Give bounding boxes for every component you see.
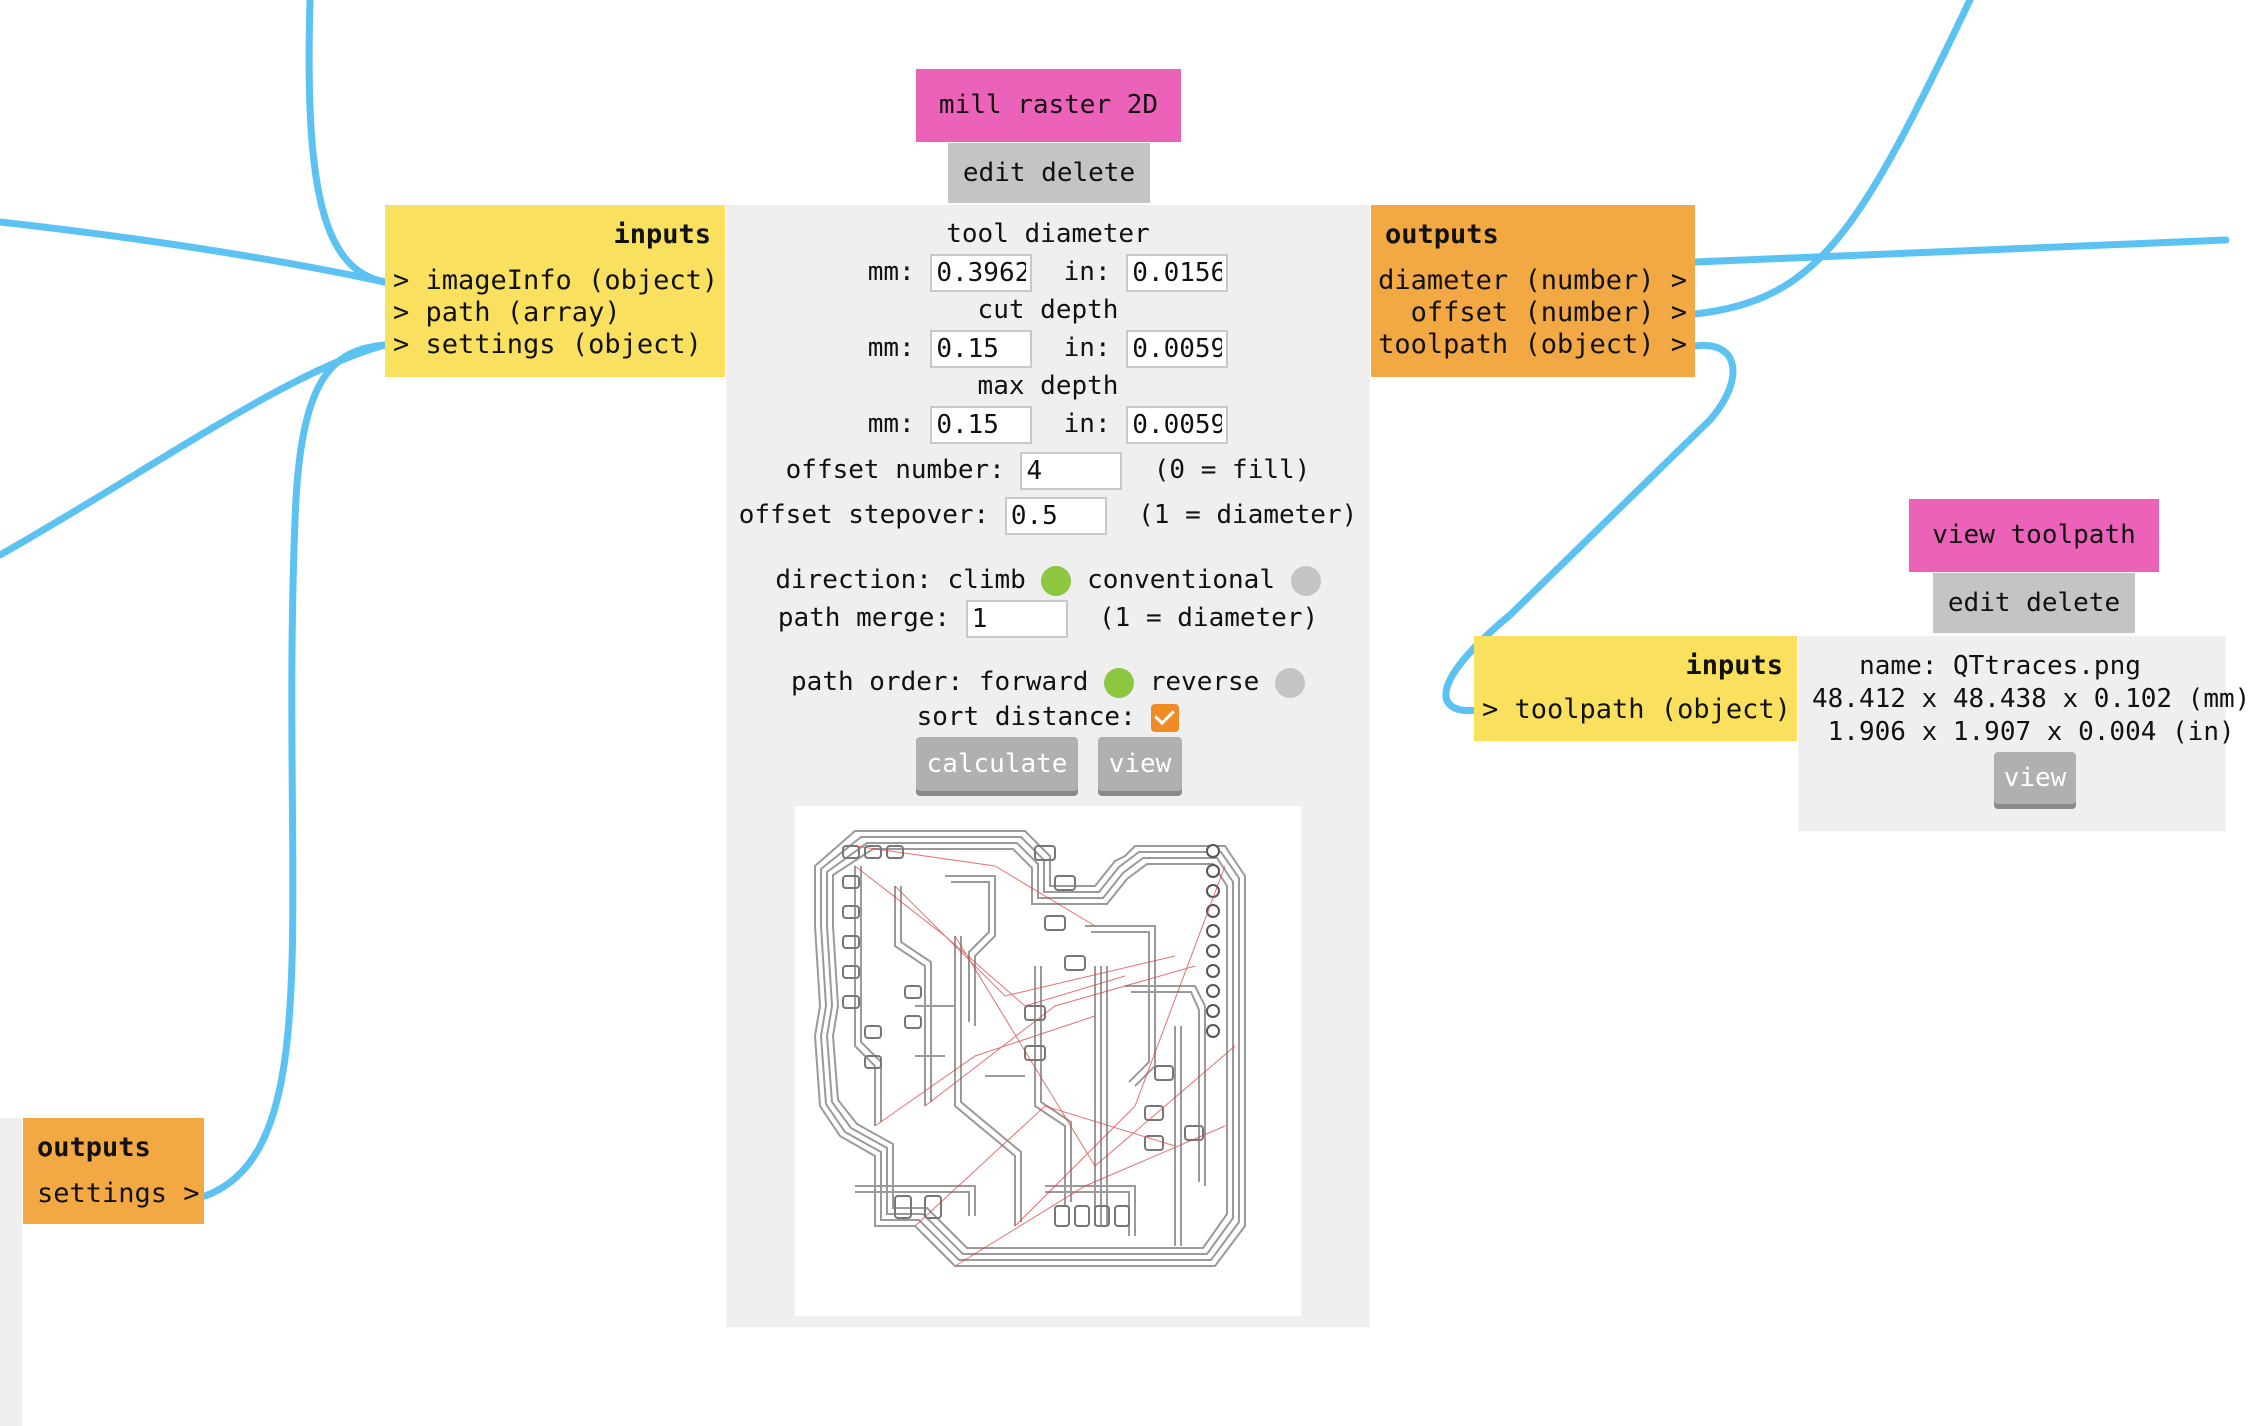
tool-diameter-in-input[interactable] xyxy=(1126,253,1229,292)
toolpath-preview xyxy=(795,806,1301,1316)
mill-edit-button[interactable]: edit xyxy=(962,158,1026,188)
offset-stepover-label: offset stepover: xyxy=(738,500,990,530)
outputs-header: outputs xyxy=(1385,219,1499,250)
reverse-radio[interactable] xyxy=(1274,667,1305,698)
climb-radio[interactable] xyxy=(1041,565,1072,596)
path-order-label: path order: xyxy=(791,667,964,697)
image-size-in: 1.906 x 1.907 x 0.004 (in) xyxy=(1812,717,2235,747)
outputs-header: outputs xyxy=(37,1132,151,1163)
view-toolpath-title[interactable]: view toolpath xyxy=(1909,499,2159,572)
inputs-header: inputs xyxy=(613,219,711,250)
inputs-header: inputs xyxy=(1685,650,1783,681)
path-merge-hint: (1 = diameter) xyxy=(1099,603,1319,633)
image-size-mm: 48.412 x 48.438 x 0.102 (mm) xyxy=(1812,684,2250,714)
forward-radio[interactable] xyxy=(1104,667,1135,698)
offset-number-label: offset number: xyxy=(785,455,1005,485)
view-delete-button[interactable]: delete xyxy=(2026,588,2121,618)
mm-label: mm: xyxy=(867,333,915,363)
conventional-label: conventional xyxy=(1087,565,1275,595)
in-label: in: xyxy=(1063,333,1111,363)
cut-depth-in-input[interactable] xyxy=(1126,329,1229,368)
mm-label: mm: xyxy=(867,257,915,287)
mill-delete-button[interactable]: delete xyxy=(1041,158,1136,188)
in-label: in: xyxy=(1063,257,1111,287)
wire-toolpath-to-view xyxy=(1442,341,1737,715)
path-merge-input[interactable] xyxy=(965,599,1068,638)
wire-top-to-imageinfo xyxy=(305,0,389,286)
port-offset[interactable]: offset (number) > xyxy=(1410,297,1687,328)
settings-outputs-box: outputs settings > xyxy=(23,1118,204,1224)
path-merge-label: path merge: xyxy=(777,603,951,633)
mill-params-panel: tool diameter mm: in: cut depth mm: in: … xyxy=(726,205,1370,1327)
reverse-label: reverse xyxy=(1149,667,1260,697)
wire-left-to-imageinfo xyxy=(0,218,389,286)
offset-number-row: offset number: (0 = fill) xyxy=(726,451,1370,490)
max-depth-row: mm: in: xyxy=(726,405,1370,444)
mill-inputs-box: inputs > imageInfo (object) > path (arra… xyxy=(385,205,725,377)
mm-label: mm: xyxy=(867,409,915,439)
climb-label: climb xyxy=(947,565,1026,595)
offset-stepover-row: offset stepover: (1 = diameter) xyxy=(726,496,1370,535)
view-inputs-box: inputs > toolpath (object) xyxy=(1474,636,1797,741)
port-settings[interactable]: > settings (object) xyxy=(393,329,702,360)
mill-raster-title[interactable]: mill raster 2D xyxy=(916,69,1181,142)
port-diameter[interactable]: diameter (number) > xyxy=(1378,265,1687,296)
path-order-row: path order: forward reverse xyxy=(726,663,1370,701)
in-label: in: xyxy=(1063,409,1111,439)
port-imageinfo[interactable]: > imageInfo (object) xyxy=(393,265,719,296)
port-path[interactable]: > path (array) xyxy=(393,297,621,328)
sort-distance-label: sort distance: xyxy=(916,702,1136,732)
offset-number-input[interactable] xyxy=(1020,451,1123,490)
path-merge-row: path merge: (1 = diameter) xyxy=(726,599,1370,638)
max-depth-mm-input[interactable] xyxy=(930,405,1033,444)
port-toolpath-in[interactable]: > toolpath (object) xyxy=(1482,694,1791,725)
sort-distance-row: sort distance: xyxy=(726,698,1370,736)
wire-offset-out xyxy=(1691,0,1974,318)
view-edit-bar: edit delete xyxy=(1933,573,2135,633)
offset-stepover-input[interactable] xyxy=(1004,496,1107,535)
tool-diameter-row: mm: in: xyxy=(726,253,1370,292)
tool-diameter-label: tool diameter xyxy=(946,219,1150,249)
cut-depth-mm-input[interactable] xyxy=(930,329,1033,368)
wire-settings-to-settings-input xyxy=(201,341,389,1200)
max-depth-label: max depth xyxy=(977,371,1119,401)
mill-outputs-box: outputs diameter (number) > offset (numb… xyxy=(1371,205,1695,377)
port-settings-out[interactable]: settings > xyxy=(37,1178,200,1209)
image-name: name: QTtraces.png xyxy=(1859,651,2141,681)
calculate-button[interactable]: calculate xyxy=(916,737,1078,791)
cut-depth-label: cut depth xyxy=(977,295,1119,325)
cut-depth-row: mm: in: xyxy=(726,329,1370,368)
view-info-button[interactable]: view xyxy=(1994,752,2076,804)
view-edit-button[interactable]: edit xyxy=(1947,588,2011,618)
mill-edit-bar: edit delete xyxy=(948,143,1150,203)
wire-diameter-out xyxy=(1691,236,2230,266)
direction-label: direction: xyxy=(775,565,932,595)
pcb-toolpath-image xyxy=(813,830,1246,1267)
forward-label: forward xyxy=(978,667,1089,697)
settings-panel-edge xyxy=(0,1118,22,1426)
direction-row: direction: climb conventional xyxy=(726,561,1370,599)
port-toolpath[interactable]: toolpath (object) > xyxy=(1378,329,1687,360)
conventional-radio[interactable] xyxy=(1290,565,1321,596)
view-info-panel: name: QTtraces.png 48.412 x 48.438 x 0.1… xyxy=(1798,636,2250,831)
sort-distance-checkbox[interactable] xyxy=(1151,703,1180,732)
mill-view-button[interactable]: view xyxy=(1098,737,1182,791)
max-depth-in-input[interactable] xyxy=(1126,405,1229,444)
tool-diameter-mm-input[interactable] xyxy=(930,253,1033,292)
offset-number-hint: (0 = fill) xyxy=(1153,455,1311,485)
offset-stepover-hint: (1 = diameter) xyxy=(1138,500,1358,530)
